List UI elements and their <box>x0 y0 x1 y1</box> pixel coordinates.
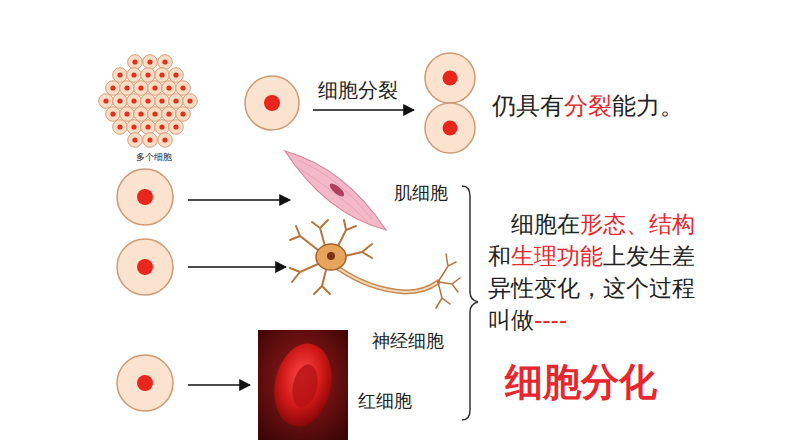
label-text: 细胞在 <box>511 211 580 237</box>
daughter-cells <box>425 53 475 153</box>
label-text: 和 <box>488 243 511 269</box>
label-text: 分裂 <box>564 92 612 120</box>
arrow <box>188 266 286 268</box>
label-text: 仍具有 <box>492 92 564 120</box>
neuron <box>290 220 460 308</box>
label-text: 能力。 <box>612 92 684 120</box>
label-text: 多个细胞 <box>136 152 172 163</box>
label-text: 细胞分裂 <box>318 78 398 102</box>
text-block: 仍具有分裂能力。 <box>492 92 684 121</box>
label-text: 形态、结构 <box>580 211 695 237</box>
label-text: 肌细胞 <box>394 182 448 204</box>
label-text: 红细胞 <box>358 390 412 412</box>
text-block: 细胞在形态、结构和生理功能上发生差异性变化，这个过程叫做---- <box>488 208 704 336</box>
cell <box>117 169 173 411</box>
cell-cluster <box>99 55 198 148</box>
label-text: 细胞分化 <box>505 360 657 406</box>
arrow <box>188 199 290 201</box>
cell <box>245 76 299 130</box>
arrow <box>313 109 414 111</box>
red-blood-cell <box>258 330 348 440</box>
label-text: ---- <box>534 307 567 333</box>
bracket <box>462 186 478 420</box>
label-text: 神经细胞 <box>372 330 444 352</box>
arrow <box>188 384 250 386</box>
muscle-cell <box>285 151 386 230</box>
label-text: 生理功能 <box>511 243 603 269</box>
